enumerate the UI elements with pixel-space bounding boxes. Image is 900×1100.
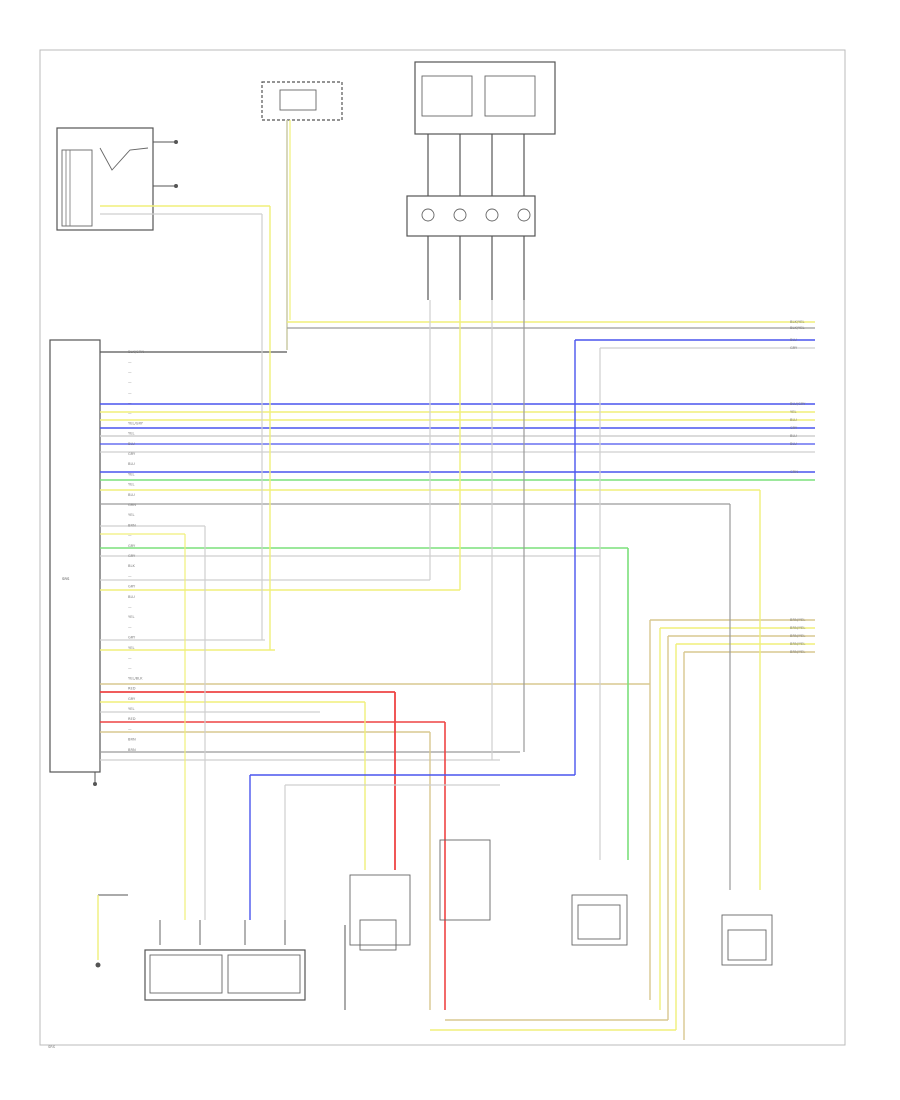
pin-label: YEL xyxy=(128,707,134,711)
pin-label: — xyxy=(128,605,132,609)
right-wire-label: BLU xyxy=(790,338,797,342)
bottom-center-component xyxy=(344,839,491,1010)
pin-label: — xyxy=(128,391,132,395)
pin-label: — xyxy=(128,574,132,578)
pin-label: GRY xyxy=(128,554,136,558)
pin-label: BRN xyxy=(128,523,136,527)
module-pin-labels: BLK/GRN — — — — — — YEL/GRY YEL BLU GRY BLU YEL YEL BL… xyxy=(128,350,144,752)
module-label: SRS xyxy=(62,576,70,581)
pin-label: — xyxy=(128,401,132,405)
footer-label: SRS xyxy=(48,1045,56,1049)
right-wire-label: BLK/YEL xyxy=(790,320,805,324)
fuse-block xyxy=(261,81,343,350)
pin-label: GRY xyxy=(128,636,136,640)
pin-label: GRN xyxy=(128,503,136,507)
pin-label: — xyxy=(128,381,132,385)
pin-label: YEL xyxy=(128,483,134,487)
pin-label: GRY xyxy=(128,544,136,548)
right-wire-label: BLK/YEL xyxy=(790,326,805,330)
pin-label: GRY xyxy=(128,585,136,589)
right-wire-label: BLU/GRY xyxy=(790,402,806,406)
right-wire-label: BLU xyxy=(790,442,797,446)
bottom-right-component-2 xyxy=(721,914,773,966)
pin-label: YEL xyxy=(128,513,134,517)
right-wire-label: BRN/YEL xyxy=(790,650,805,654)
diagram-border xyxy=(39,49,846,1046)
pin-label: GRY xyxy=(128,452,136,456)
pin-label: YEL/BLK xyxy=(128,676,143,680)
pin-label: RED xyxy=(128,687,136,691)
pin-label: YEL xyxy=(128,432,134,436)
right-wire-label: YEL xyxy=(790,410,796,414)
pin-label: — xyxy=(128,656,132,660)
pin-label: — xyxy=(128,625,132,629)
pin-label: BRN xyxy=(128,748,136,752)
pin-label: — xyxy=(128,666,132,670)
wiring xyxy=(100,206,815,1040)
pin-label: RED xyxy=(128,717,136,721)
right-wire-label: BRN/YEL xyxy=(790,634,805,638)
seat-module xyxy=(406,61,556,300)
right-wire-label: GRN xyxy=(790,470,798,474)
pin-label: BLK xyxy=(128,564,135,568)
right-wire-label: GRY xyxy=(790,426,798,430)
pin-label: BLU xyxy=(128,462,135,466)
right-wire-label: BLU xyxy=(790,434,797,438)
right-wire-label: BRN/YEL xyxy=(790,626,805,630)
srs-module: SRS xyxy=(49,339,101,773)
pin-label: BLU xyxy=(128,595,135,599)
bottom-right-component-1 xyxy=(571,894,628,946)
pin-label: YEL xyxy=(128,646,134,650)
pin-label: — xyxy=(128,411,132,415)
pin-label: YEL xyxy=(128,615,134,619)
pin-label: — xyxy=(128,360,132,364)
ground-symbol xyxy=(93,772,97,786)
pin-label: BLU xyxy=(128,442,135,446)
right-wire-label: BRN/YEL xyxy=(790,618,805,622)
bottom-left-component xyxy=(95,894,306,1001)
right-wire-labels: BLK/YEL BLK/YEL BLU GRY BLU/GRY YEL BLU GRY BLU B… xyxy=(790,320,806,654)
right-wire-label: GRY xyxy=(790,346,798,350)
right-wire-label: BRN/YEL xyxy=(790,642,805,646)
pin-label: BRN xyxy=(128,738,136,742)
pin-label: GRY xyxy=(128,697,136,701)
right-wire-label: BLU xyxy=(790,418,797,422)
pin-label: BLK/GRN xyxy=(128,350,144,354)
pin-label: — xyxy=(128,727,132,731)
pin-label: YEL/GRY xyxy=(128,421,144,425)
pin-label: BLU xyxy=(128,493,135,497)
pin-label: YEL xyxy=(128,472,134,476)
battery-component xyxy=(56,127,270,231)
pin-label: — xyxy=(128,370,132,374)
pin-label: — xyxy=(128,534,132,538)
